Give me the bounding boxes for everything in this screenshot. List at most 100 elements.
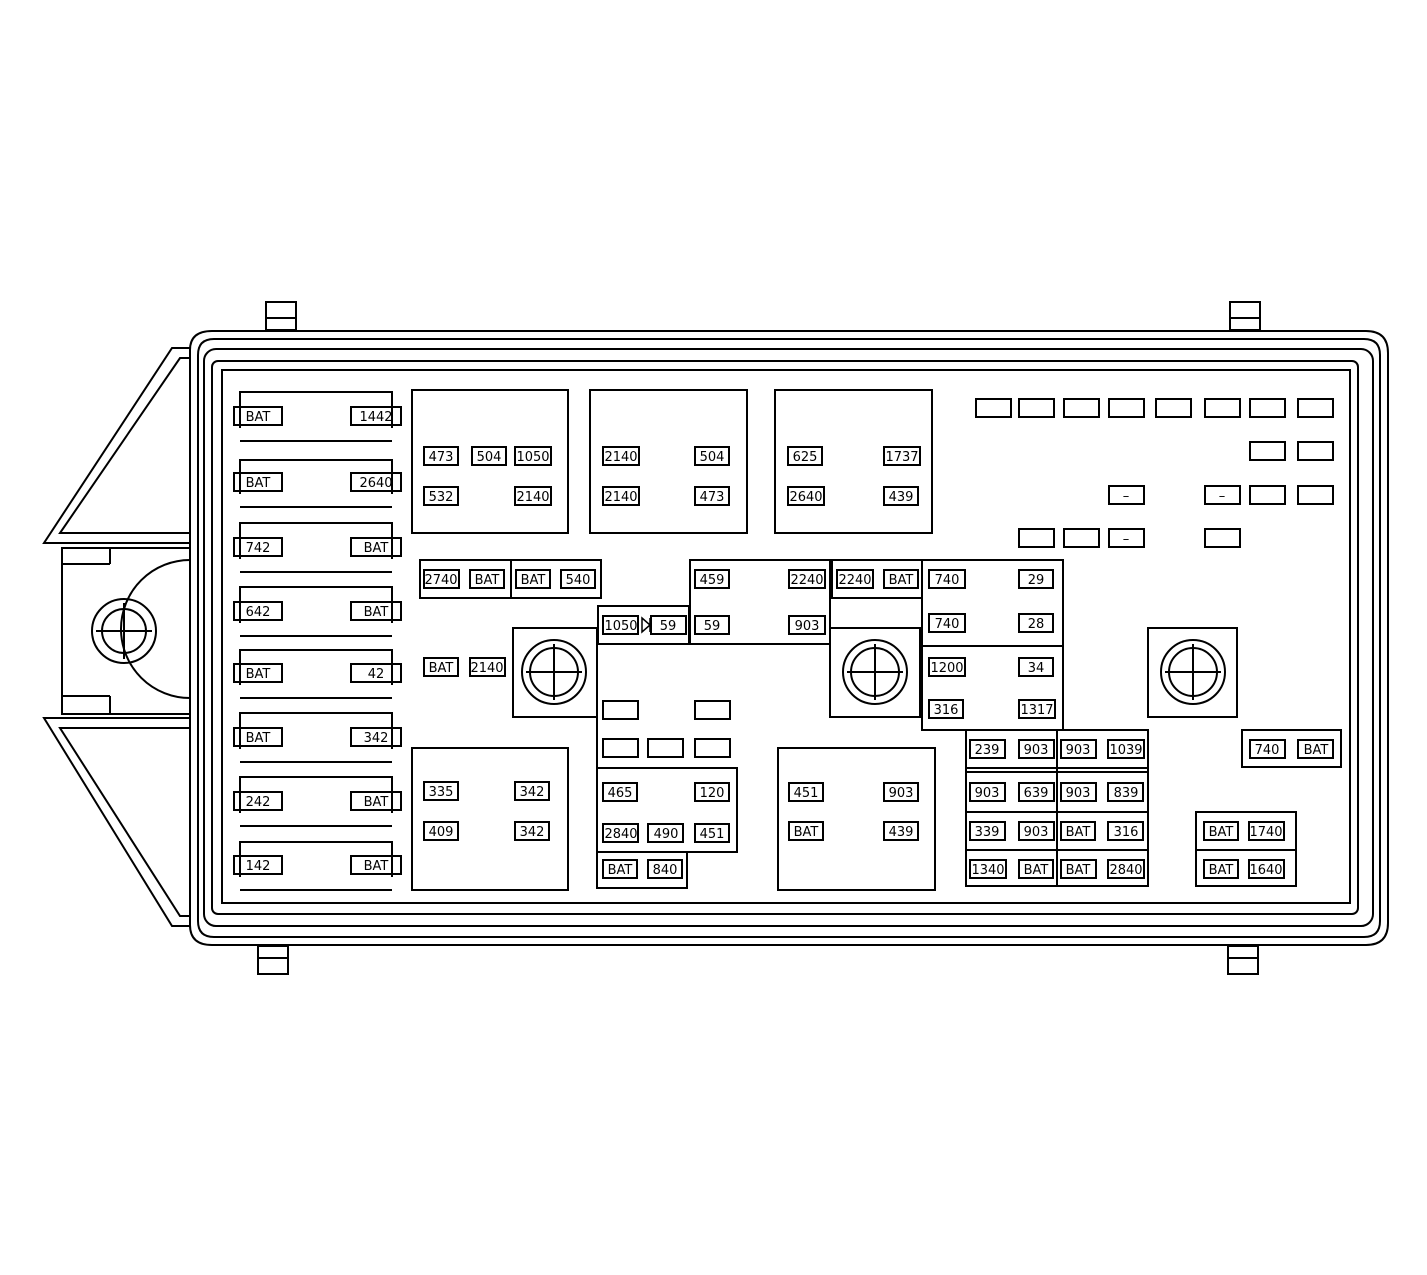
mini-relay-label: 1340 <box>971 863 1004 878</box>
relay-pin-label: 1050 <box>516 450 549 465</box>
fuse-label-box <box>350 727 402 747</box>
mini-fuse-slot <box>1297 398 1334 418</box>
center-empty-slots <box>602 700 731 758</box>
fuse-label-box <box>836 569 874 589</box>
relay-pin-box <box>1107 821 1144 841</box>
relay-pin-box <box>423 486 459 506</box>
relay-pin-label: 903 <box>889 786 914 801</box>
relay-top-1: 473 504 1050 532 2140 <box>411 389 569 534</box>
fuse-label-box <box>233 472 283 492</box>
relay-pin-label: 490 <box>654 827 679 842</box>
mini-fuse-slot <box>602 738 639 758</box>
mid-fuse-bat-2140: BAT 2140 <box>423 657 506 677</box>
relay-pin-box <box>969 859 1007 879</box>
fuse-label-box <box>233 855 283 875</box>
mini-relay-grid: 239 903 903 1039 903 639 903 839 339 903… <box>965 729 1149 887</box>
mini-fuse-slot-dash <box>1204 485 1241 505</box>
left-wedge-lower <box>42 717 190 927</box>
mini-fuse-slot <box>1063 528 1100 548</box>
relay-pin-box <box>1018 699 1056 719</box>
fuse-label-box <box>1248 821 1285 841</box>
relay-pin-label: 120 <box>700 786 725 801</box>
relay-pin-box <box>602 446 640 466</box>
stud-center <box>829 627 921 718</box>
diode-symbol-icon <box>641 616 652 634</box>
relay-pin-label: 2640 <box>789 490 822 505</box>
relay-pin-label: 1317 <box>1020 703 1053 718</box>
relay-pin-box <box>602 782 638 802</box>
relay-pin-label: 504 <box>477 450 502 465</box>
relay-pin-box <box>602 486 640 506</box>
relay-pin-box <box>423 446 459 466</box>
fuse-label-box <box>469 569 505 589</box>
relay-pin-box <box>1107 739 1145 759</box>
stud-bolt-outer-icon <box>842 639 908 705</box>
housing-tray <box>211 360 1359 915</box>
fuse-terminal-label: BAT <box>429 661 454 676</box>
fuse-terminal-label: 1442 <box>359 410 392 425</box>
relay-pin-box <box>514 446 552 466</box>
fuse-terminal-label: 2640 <box>359 476 392 491</box>
relay-pin-label: 740 <box>935 573 960 588</box>
fuse-terminal-label: 740 <box>1255 743 1280 758</box>
relay-pin-box <box>788 615 826 635</box>
mini-relay-label: 903 <box>1024 825 1049 840</box>
fuse-terminal-label: 2740 <box>424 573 457 588</box>
dash-marker: – <box>1123 532 1130 547</box>
fuse-terminal-label: 1640 <box>1249 863 1282 878</box>
latch-tab-top-right <box>1229 301 1261 331</box>
fuse-label-box <box>1203 859 1239 879</box>
relay-pin-box <box>423 781 459 801</box>
relay-pin-box <box>694 446 730 466</box>
left-fuse-3: 742 BAT <box>233 522 402 573</box>
relay-pin-label: 740 <box>935 617 960 632</box>
mini-relay-label: BAT <box>1066 863 1091 878</box>
fuse-label-box <box>1249 739 1286 759</box>
mini-fuse-slot <box>1297 485 1334 505</box>
fuse-label-box <box>350 791 402 811</box>
relay-pin-box <box>1018 782 1055 802</box>
relay-pin-label: 439 <box>889 825 914 840</box>
fuse-label-box <box>423 569 460 589</box>
fuse-terminal-label: 142 <box>246 859 271 874</box>
relay-pin-label: 34 <box>1028 661 1045 676</box>
mini-relay-label: 903 <box>1024 743 1049 758</box>
fuse-label-box <box>469 657 506 677</box>
left-fuse-4: 642 BAT <box>233 586 402 637</box>
relay-pin-box <box>1018 569 1054 589</box>
mini-relay-label: 239 <box>975 743 1000 758</box>
mid-fuse-2740-bat: 2740 BAT <box>419 559 512 599</box>
fuse-terminal-label: 1740 <box>1249 825 1282 840</box>
fuse-label-box <box>647 859 683 879</box>
relay-pin-label: 451 <box>700 827 725 842</box>
fuse-terminal-label: 540 <box>566 573 591 588</box>
fuse-terminal-label: BAT <box>364 859 389 874</box>
fuse-terminal-label: 42 <box>368 667 385 682</box>
fuse-terminal-label: BAT <box>364 795 389 810</box>
relay-pin-box <box>514 781 550 801</box>
fuse-label-box <box>1248 859 1285 879</box>
relay-pin-label: 59 <box>704 619 721 634</box>
mini-relay-label: 839 <box>1114 786 1139 801</box>
relay-pin-box <box>1018 613 1054 633</box>
relay-pin-label: 2840 <box>604 827 637 842</box>
relay-pin-box <box>787 446 823 466</box>
fuse-label-box <box>350 472 402 492</box>
relay-pin-label: 1737 <box>885 450 918 465</box>
mount-bolt-outer <box>91 598 157 664</box>
relay-pin-label: 2140 <box>604 490 637 505</box>
diode-terminal-label: 1050 <box>604 619 637 634</box>
fuse-label-box <box>233 663 283 683</box>
fuse-terminal-label: BAT <box>608 863 633 878</box>
mini-fuse-slot <box>1249 441 1286 461</box>
fuse-label-box <box>1203 821 1239 841</box>
fuse-terminal-label: BAT <box>364 541 389 556</box>
mini-fuse-slot <box>1108 398 1145 418</box>
diode-terminal-label: 59 <box>660 619 677 634</box>
fuse-label-box <box>350 601 402 621</box>
mount-ear-frame <box>61 547 191 715</box>
left-wedge-lower-inner <box>58 727 190 917</box>
relay-pin-box <box>602 823 639 843</box>
right-fuse: 740 BAT <box>1241 729 1342 768</box>
